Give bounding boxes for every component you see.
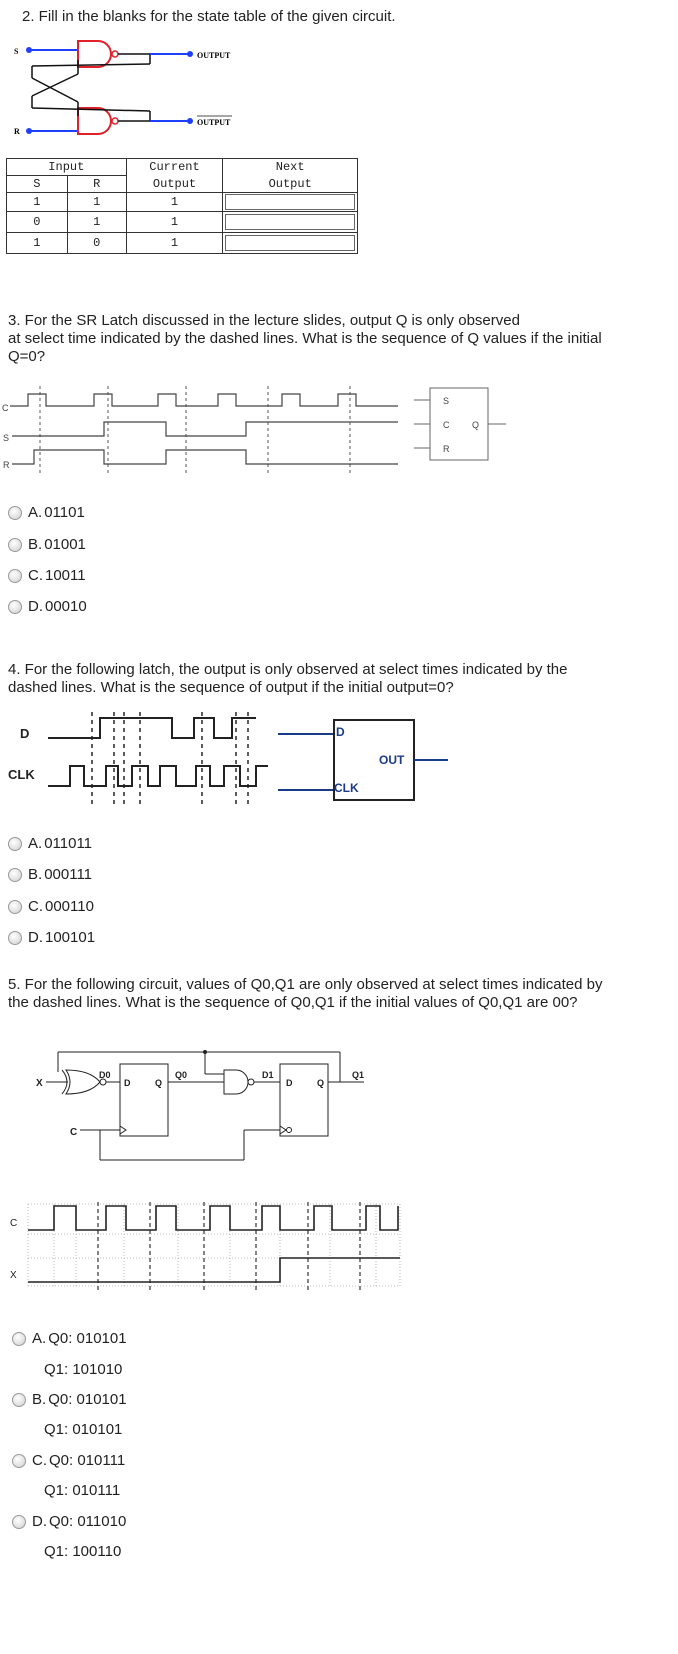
radio-button[interactable]	[12, 1331, 26, 1346]
q4-option-c[interactable]: C. 000110	[8, 898, 94, 915]
radio-button[interactable]	[8, 599, 22, 614]
q5-ff0-q: Q	[155, 1078, 162, 1088]
q2-label-r: R	[14, 127, 20, 136]
q3-option-a[interactable]: A. 01101	[8, 504, 85, 521]
q4-line1: 4. For the following latch, the output i…	[8, 661, 568, 678]
q5-option-a-q1: Q1: 101010	[44, 1361, 123, 1378]
q5-ff0-d: D	[124, 1078, 131, 1088]
q2-header-next: Next	[222, 158, 358, 176]
q2-row2-r: 1	[66, 211, 127, 233]
q5-line1: 5. For the following circuit, values of …	[8, 976, 603, 993]
q2-header-current: Current	[125, 158, 224, 176]
q3-box-q: Q	[472, 420, 479, 430]
q2-row3-r: 0	[66, 232, 127, 254]
q5-ff1-q: Q	[317, 1078, 324, 1088]
q4-box-d: D	[336, 725, 345, 739]
q2-header-next-output: Output	[222, 175, 358, 193]
q5-lbl-q0: Q0	[175, 1070, 187, 1080]
q4-timing-diagram: D CLK D CLK OUT	[8, 712, 448, 806]
q2-header-s: S	[6, 175, 68, 193]
radio-button[interactable]	[8, 867, 22, 882]
q2-title: 2. Fill in the blanks for the state tabl…	[22, 8, 396, 25]
q5-option-d[interactable]: D. Q0: 011010	[12, 1513, 126, 1530]
q4-option-d[interactable]: D. 100101	[8, 929, 95, 946]
q4-sig-clk: CLK	[8, 767, 35, 782]
q2-state-table: Input Current Next S R Output Output 1 1…	[6, 158, 358, 254]
q5-sig-x: X	[10, 1270, 17, 1281]
q5-lbl-x: X	[36, 1078, 43, 1089]
q5-option-d-q1: Q1: 100110	[44, 1543, 122, 1560]
q4-box-out: OUT	[379, 753, 405, 767]
q2-header-current-output: Output	[125, 175, 224, 193]
q5-ff1-d: D	[286, 1078, 293, 1088]
table-row: 0 1 1	[6, 211, 358, 233]
q4-sig-d: D	[20, 726, 29, 741]
q5-lbl-d1: D1	[262, 1070, 274, 1080]
radio-button[interactable]	[8, 899, 22, 914]
q4-option-a[interactable]: A. 011011	[8, 835, 92, 852]
q4-option-b[interactable]: B. 000111	[8, 866, 92, 883]
q4-box-clk: CLK	[334, 781, 359, 795]
q5-option-b[interactable]: B. Q0: 010101	[12, 1391, 127, 1408]
q5-lbl-c: C	[70, 1127, 77, 1138]
radio-button[interactable]	[8, 568, 22, 583]
q3-timing-diagram: C S R S C R Q	[2, 386, 506, 476]
table-row: 1 1 1	[6, 192, 358, 212]
q3-line3: Q=0?	[8, 348, 46, 365]
q5-circuit-diagram: X C D0 Q0 D1 Q1 D Q D Q	[36, 1050, 364, 1161]
q2-label-output: OUTPUT	[197, 51, 231, 60]
q5-timing-diagram: C X	[10, 1202, 401, 1290]
q2-row1-next-input[interactable]	[222, 192, 358, 212]
q2-row1-current: 1	[125, 192, 224, 212]
q2-header-input: Input	[6, 158, 127, 176]
q3-option-d[interactable]: D. 00010	[8, 598, 87, 615]
q5-line2: the dashed lines. What is the sequence o…	[8, 994, 578, 1011]
q3-sig-c: C	[2, 403, 9, 413]
q2-row2-next-input[interactable]	[222, 211, 358, 233]
q2-row2-current: 1	[125, 211, 224, 233]
q2-circuit-diagram: S R OUTPUT OUTPUT	[14, 40, 232, 136]
q2-row3-current: 1	[125, 232, 224, 254]
q5-option-c-q1: Q1: 010111	[44, 1482, 121, 1499]
q2-row2-s: 0	[6, 211, 68, 233]
q2-row3-next-input[interactable]	[222, 232, 358, 254]
q5-option-b-q1: Q1: 010101	[44, 1421, 123, 1438]
radio-button[interactable]	[8, 537, 22, 552]
q5-option-c[interactable]: C. Q0: 010111	[12, 1452, 125, 1469]
q4-line2: dashed lines. What is the sequence of ou…	[8, 679, 454, 696]
q2-label-s: S	[14, 47, 19, 56]
q3-option-b[interactable]: B. 01001	[8, 536, 86, 553]
q3-line2: at select time indicated by the dashed l…	[8, 330, 602, 347]
q2-header-r: R	[66, 175, 127, 193]
q2-label-output-bar: OUTPUT	[197, 118, 231, 127]
q2-row1-s: 1	[6, 192, 68, 212]
q3-sig-r: R	[3, 460, 10, 470]
radio-button[interactable]	[12, 1453, 26, 1468]
radio-button[interactable]	[12, 1514, 26, 1529]
q5-lbl-q1: Q1	[352, 1070, 364, 1080]
q3-line1: 3. For the SR Latch discussed in the lec…	[8, 312, 520, 329]
q3-box-s: S	[443, 396, 449, 406]
q5-sig-c: C	[10, 1218, 17, 1229]
q2-row1-r: 1	[66, 192, 127, 212]
radio-button[interactable]	[8, 836, 22, 851]
radio-button[interactable]	[12, 1392, 26, 1407]
radio-button[interactable]	[8, 930, 22, 945]
q3-sig-s: S	[3, 433, 9, 443]
q3-box-c: C	[443, 420, 450, 430]
q3-option-c[interactable]: C. 10011	[8, 567, 86, 584]
q5-option-a[interactable]: A. Q0: 010101	[12, 1330, 127, 1347]
q3-box-r: R	[443, 444, 450, 454]
q2-row3-s: 1	[6, 232, 68, 254]
radio-button[interactable]	[8, 505, 22, 520]
table-row: 1 0 1	[6, 232, 358, 254]
q5-lbl-d0: D0	[99, 1070, 111, 1080]
